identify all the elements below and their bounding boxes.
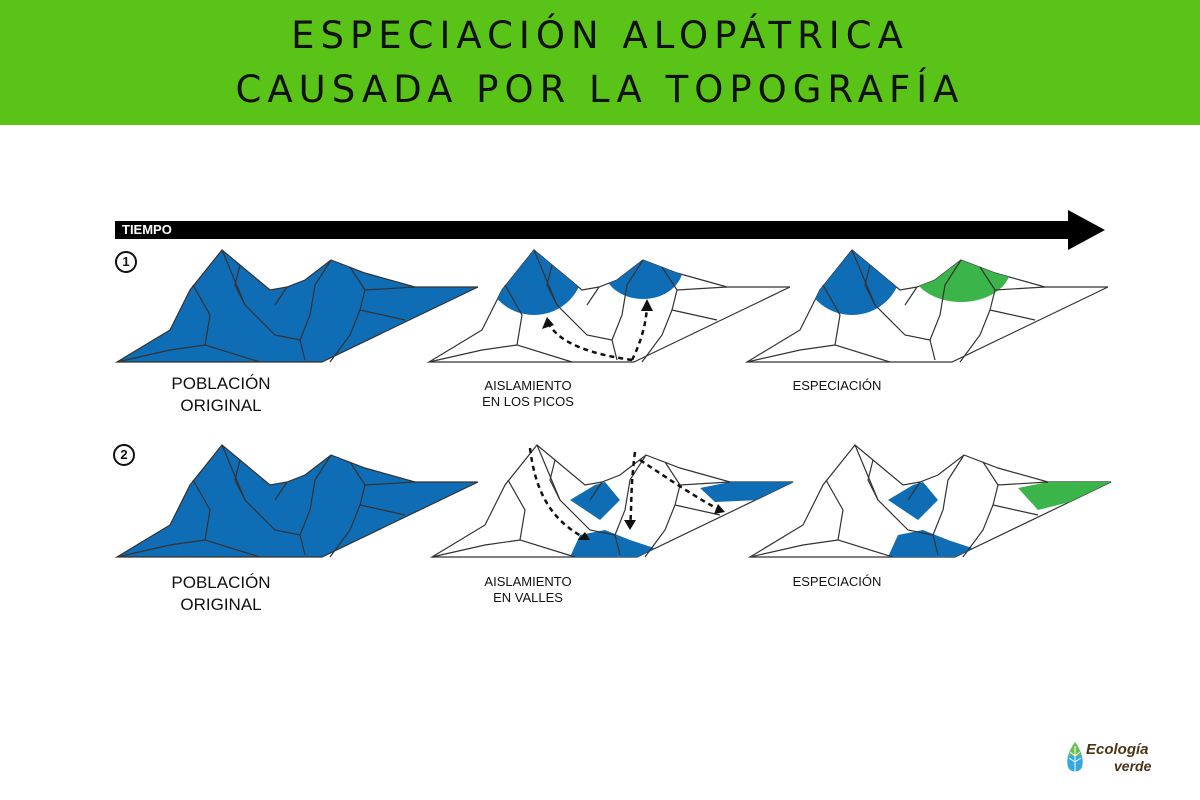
- row-number-1: 1: [115, 251, 137, 273]
- label-speciation-row2: ESPECIACIÓN: [792, 574, 882, 589]
- valley-population-middle: [888, 482, 938, 520]
- original-species-region: [802, 250, 902, 315]
- valley-population-middle: [570, 482, 620, 520]
- arrow-head-icon: [624, 520, 636, 530]
- time-arrow: [115, 221, 1075, 239]
- label-peak-isolation: AISLAMIENTO EN LOS PICOS: [448, 378, 608, 410]
- row2-speciation: [749, 444, 1112, 558]
- logo-text-line2: verde: [1114, 758, 1152, 774]
- ecologia-verde-leaf-icon: [1067, 742, 1083, 772]
- dispersal-arrow-left: [545, 319, 633, 362]
- arrow-head-icon: [1068, 210, 1105, 250]
- dispersal-arrow-3: [639, 458, 721, 512]
- label-line: AISLAMIENTO: [484, 574, 572, 589]
- arrow-head-icon: [641, 299, 653, 311]
- label-original-row1: POBLACIÓN ORIGINAL: [121, 373, 321, 417]
- title-line-2: CAUSADA POR LA TOPOGRAFÍA: [235, 68, 965, 111]
- arrow-head-icon: [542, 317, 554, 329]
- dispersal-arrow-1: [528, 447, 586, 540]
- valley-population-right: [700, 482, 793, 502]
- arrow-head-icon: [578, 532, 590, 540]
- label-line: ORIGINAL: [180, 595, 262, 614]
- label-original-row2: POBLACIÓN ORIGINAL: [121, 572, 321, 616]
- label-line: POBLACIÓN: [171, 374, 271, 393]
- new-species-region: [1018, 482, 1111, 510]
- row2-original-population: [116, 444, 479, 558]
- label-speciation-row1: ESPECIACIÓN: [792, 378, 882, 393]
- new-species-region: [911, 250, 1011, 302]
- time-label: TIEMPO: [122, 222, 172, 237]
- label-valley-isolation: AISLAMIENTO EN VALLES: [448, 574, 608, 606]
- label-line: AISLAMIENTO: [484, 378, 572, 393]
- row2-valley-isolation: [431, 444, 794, 558]
- label-line: ORIGINAL: [180, 396, 262, 415]
- valley-population-front: [570, 530, 660, 557]
- title-line-1: ESPECIACIÓN ALOPÁTRICA: [291, 14, 909, 57]
- dispersal-arrow-2: [628, 451, 637, 526]
- row1-peak-isolation: [428, 249, 791, 363]
- row1-original-population: [116, 249, 479, 363]
- peak-population-left: [484, 250, 584, 315]
- arrow-head-icon: [714, 504, 725, 514]
- label-line: POBLACIÓN: [171, 573, 271, 592]
- header-banner: ESPECIACIÓN ALOPÁTRICA CAUSADA POR LA TO…: [0, 0, 1200, 125]
- row-number-2: 2: [113, 444, 135, 466]
- logo-text-line1: Ecología: [1086, 741, 1149, 758]
- peak-population-right: [603, 250, 683, 299]
- label-line: EN VALLES: [493, 590, 563, 605]
- valley-population-front: [888, 530, 978, 557]
- row1-speciation: [746, 249, 1109, 363]
- label-line: EN LOS PICOS: [482, 394, 574, 409]
- ecologia-verde-logo: Ecología verde: [1064, 742, 1184, 776]
